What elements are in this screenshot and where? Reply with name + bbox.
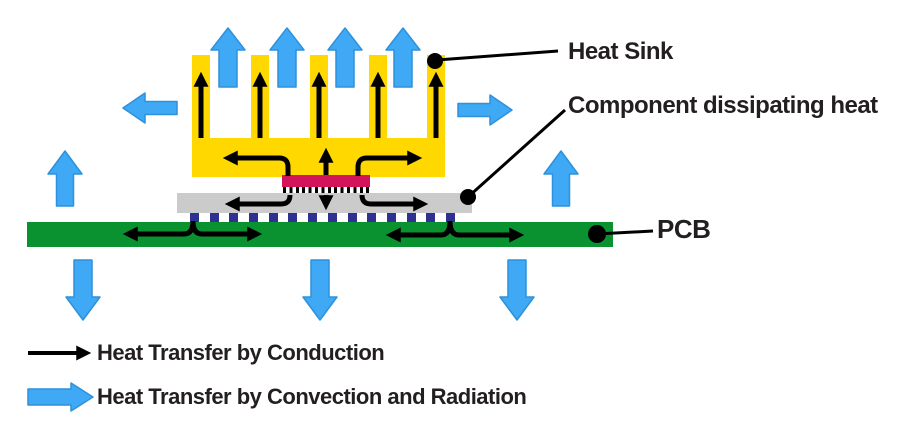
legend-convection-label: Heat Transfer by Convection and Radiatio…	[97, 384, 527, 409]
heatsink-fin	[369, 55, 387, 139]
heatsink-fin	[251, 55, 269, 139]
component-body	[282, 175, 370, 187]
convection-arrow-right	[457, 94, 513, 126]
convection-arrow-down	[302, 259, 338, 321]
convection-arrow-down	[65, 259, 101, 321]
solder-ball	[426, 213, 436, 222]
heatsink-fin	[310, 55, 328, 139]
solder-ball	[229, 213, 239, 222]
heatsink-fin	[192, 55, 210, 139]
leader-line	[466, 108, 567, 199]
solder-ball	[308, 213, 318, 222]
component-label: Component dissipating heat	[568, 92, 878, 119]
solder-ball	[209, 213, 219, 222]
convection-arrow-down	[499, 259, 535, 321]
solder-ball	[386, 213, 396, 222]
pcb-label: PCB	[657, 214, 711, 244]
solder-ball	[406, 213, 416, 222]
convection-arrow-up	[269, 27, 305, 88]
package-substrate	[177, 193, 472, 213]
solder-ball	[249, 213, 259, 222]
heat-sink-label: Heat Sink	[568, 38, 673, 65]
heatsink-fin	[427, 55, 445, 139]
convection-arrow-right	[27, 382, 94, 412]
convection-arrow-up	[327, 27, 363, 88]
convection-arrow-up	[385, 27, 421, 88]
solder-ball	[367, 213, 377, 222]
convection-arrow-up	[210, 27, 246, 88]
solder-ball	[347, 213, 357, 222]
solder-ball	[190, 213, 199, 222]
solder-ball	[446, 213, 455, 222]
leader-line	[436, 49, 559, 62]
convection-arrow-up	[47, 150, 83, 207]
convection-arrow-up	[543, 150, 579, 207]
component-pins	[283, 187, 369, 195]
legend-conduction-label: Heat Transfer by Conduction	[97, 340, 385, 365]
pcb-bar	[27, 222, 613, 247]
solder-ball	[268, 213, 278, 222]
convection-arrow-left	[122, 92, 178, 124]
solder-ball	[288, 213, 298, 222]
heatsink-base	[192, 138, 445, 177]
solder-ball	[327, 213, 337, 222]
